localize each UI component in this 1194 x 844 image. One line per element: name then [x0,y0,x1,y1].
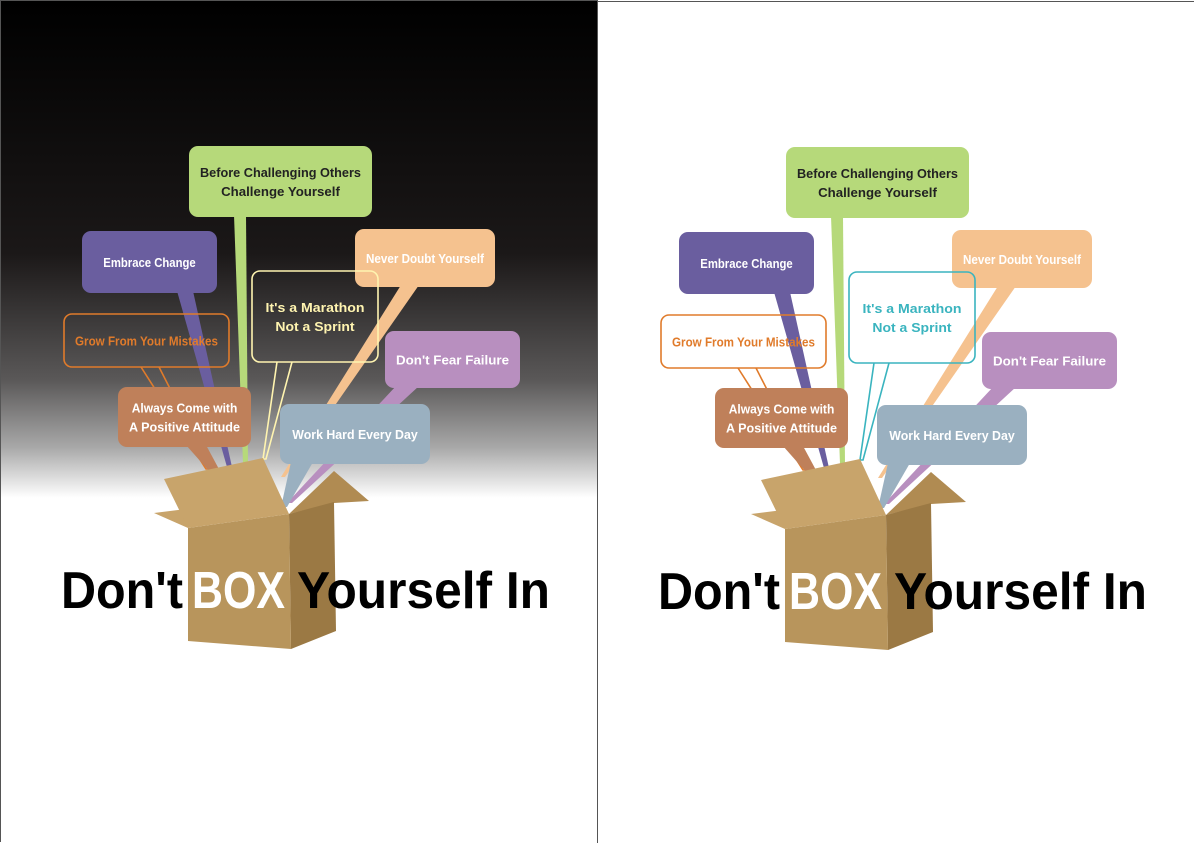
attitude-bubble-tail [186,445,220,471]
bubble-text: Challenge Yourself [221,184,340,199]
bubble-text: Before Challenging Others [200,165,361,180]
cardboard-box [751,459,966,650]
bubble-text: Work Hard Every Day [292,427,418,442]
never-doubt-bubble: Never Doubt Yourself [952,230,1092,288]
bubble-text: Challenge Yourself [818,185,937,200]
attitude-bubble: Always Come with A Positive Attitude [715,388,848,448]
title-pre: Don't [61,562,183,620]
attitude-bubble-tail [783,446,817,472]
bubble-text: Grow From Your Mistakes [672,335,815,350]
embrace-bubble: Embrace Change [82,231,217,293]
bubble-text: Always Come with [729,402,835,417]
title-pre: Don't [658,563,780,621]
work-hard-bubble-tail [878,463,910,508]
bubble-text: Never Doubt Yourself [366,251,485,266]
title-box: BOX [789,563,882,621]
bubble-text: Never Doubt Yourself [963,252,1082,267]
title-post: Yourself In [297,562,550,620]
bubble-text: It's a Marathon [266,300,365,315]
grow-bubble: Grow From Your Mistakes [63,313,230,368]
bubble-text: Before Challenging Others [797,166,958,181]
embrace-bubble: Embrace Change [679,232,814,294]
bubble-text: It's a Marathon [863,301,962,316]
cardboard-box [154,458,369,649]
attitude-bubble: Always Come with A Positive Attitude [118,387,251,447]
grow-bubble: Grow From Your Mistakes [660,314,827,369]
work-hard-bubble-tail [281,462,313,507]
marathon-bubble-tail [859,362,890,461]
work-hard-bubble: Work Hard Every Day [877,405,1027,465]
bubble-text: Not a Sprint [872,320,952,335]
bubble-text: Grow From Your Mistakes [75,334,218,349]
never-doubt-bubble: Never Doubt Yourself [355,229,495,287]
bubble-text: Don't Fear Failure [993,354,1106,369]
fear-bubble: Don't Fear Failure [385,331,520,388]
bubble-text: Embrace Change [700,256,792,271]
title-post: Yourself In [894,563,1147,621]
fear-bubble: Don't Fear Failure [982,332,1117,389]
bubble-text: Don't Fear Failure [396,353,509,368]
bubble-text: Always Come with [132,401,238,416]
bubble-text: A Positive Attitude [726,421,837,436]
marathon-bubble-tail [262,361,293,460]
work-hard-bubble: Work Hard Every Day [280,404,430,464]
bubble-text: A Positive Attitude [129,420,240,435]
bubble-text: Work Hard Every Day [889,428,1015,443]
title-box: BOX [192,562,285,620]
bubble-text: Embrace Change [103,255,195,270]
bubble-text: Not a Sprint [275,319,355,334]
